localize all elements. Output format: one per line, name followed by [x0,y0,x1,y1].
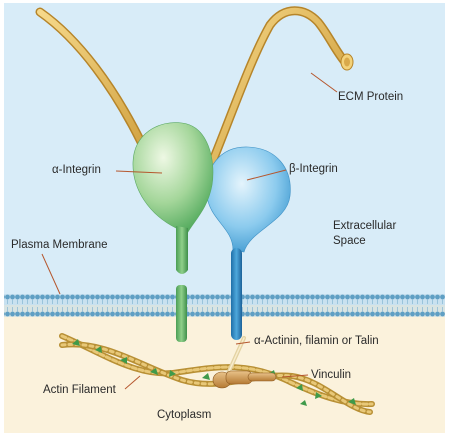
leader-vinculin [281,374,309,378]
ecm-protein-label: ECM Protein [338,91,404,103]
plasma-membrane-label: Plasma Membrane [11,239,108,251]
leader-beta [246,169,287,181]
actinin-label: α-Actinin, filamin or Talin [254,335,379,347]
vinculin-label: Vinculin [311,369,352,381]
leader-membrane [41,253,61,295]
leader-actinin [235,341,251,345]
leader-alpha [115,170,163,174]
leader-actin [124,375,141,390]
actin-filament-label: Actin Filament [43,384,116,396]
plasma-membrane [4,292,445,318]
beta-integrin [206,146,291,340]
alpha-integrin-label: α-Integrin [52,164,101,176]
beta-integrin-label: β-Integrin [289,163,338,175]
actin-binding-sites [72,339,356,406]
leader-ecm [310,72,338,93]
leader-lines [41,72,338,390]
extracellular-label-line2: Space [333,235,366,247]
cytoplasm-label: Cytoplasm [157,409,212,421]
vinculin [212,370,277,389]
extracellular-label-line1: Extracellular [333,220,397,232]
alpha-integrin [132,122,214,342]
